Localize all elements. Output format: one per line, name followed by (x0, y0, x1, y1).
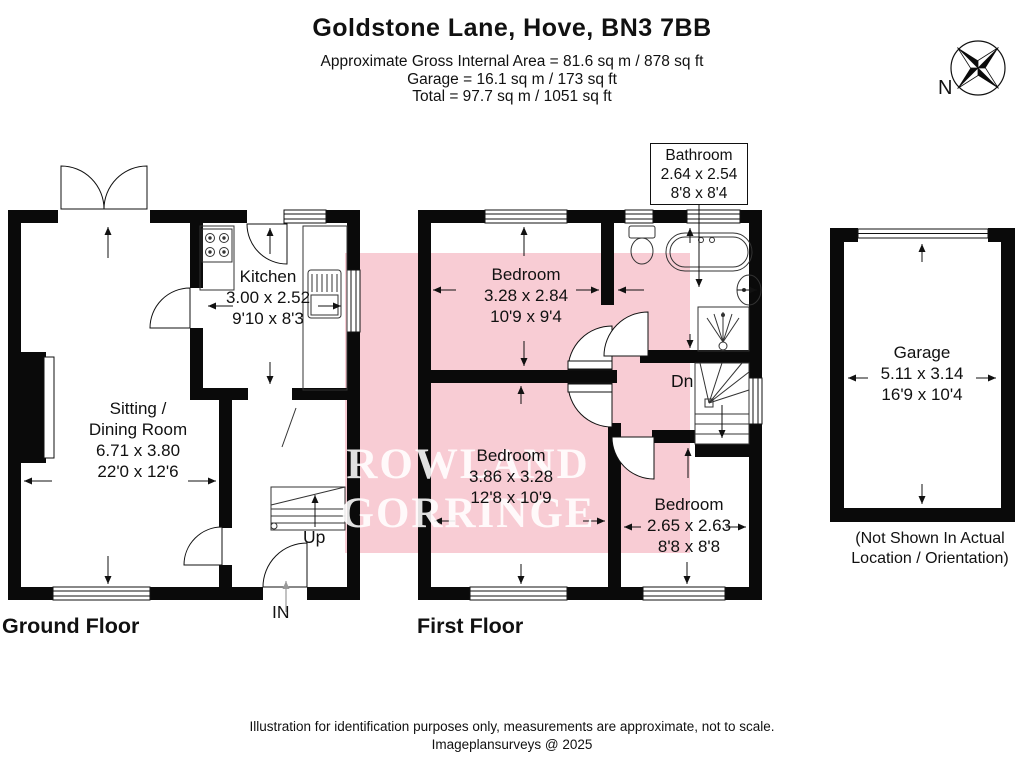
garage-note: (Not Shown In Actual Location / Orientat… (851, 530, 1009, 567)
disclaimer-line1: Illustration for identification purposes… (249, 719, 775, 734)
room-dim-imperial: 12'8 x 10'9 (470, 488, 552, 507)
kitchen-inner-door (149, 287, 191, 329)
bedroom3-label: Bedroom 2.65 x 2.63 8'8 x 8'8 (609, 494, 769, 557)
compass-north-label: N (938, 77, 953, 99)
first-door-arcs (567, 311, 655, 480)
garage-plan (830, 228, 1015, 522)
room-dim-metric: 2.64 x 2.54 (660, 166, 738, 183)
ground-floor-title: Ground Floor (2, 614, 140, 638)
garage-walls (830, 228, 1015, 522)
area-line-3: Total = 97.7 sq m / 1051 sq ft (412, 88, 612, 105)
stairs-up (270, 407, 346, 531)
room-name: Bedroom (476, 446, 546, 465)
cupboard-door (281, 407, 297, 448)
room-dim-metric: 2.65 x 2.63 (646, 516, 732, 535)
room-dim-imperial: 22'0 x 12'6 (97, 462, 179, 481)
sitting-dining-label: Sitting / Dining Room 6.71 x 3.80 22'0 x… (58, 398, 218, 482)
ground-walls (8, 210, 360, 600)
bedroom1-label: Bedroom 3.28 x 2.84 10'9 x 9'4 (446, 264, 606, 327)
room-dim-imperial: 9'10 x 8'3 (232, 309, 304, 328)
kitchen-label: Kitchen 3.00 x 2.52 9'10 x 8'3 (188, 266, 348, 329)
room-name: Bedroom (654, 495, 724, 514)
watermark-line2: GORRINGE (340, 490, 596, 537)
french-door-right (103, 165, 148, 210)
ground-door-arcs (60, 165, 308, 588)
room-dim-metric: 3.00 x 2.52 (225, 288, 311, 307)
counter (199, 225, 235, 291)
bathroom-callout: Bathroom 2.64 x 2.54 8'8 x 8'4 (650, 143, 748, 205)
watermark-text: ROWLAND GORRINGE (340, 440, 596, 538)
first-walls (418, 210, 762, 600)
first-windows (469, 209, 763, 601)
bedroom2-label: Bedroom 3.86 x 3.28 12'8 x 10'9 (431, 445, 591, 508)
compass-icon (950, 40, 1006, 96)
room-name: Bedroom (491, 265, 561, 284)
room-name: Garage (893, 343, 951, 362)
kitchen-door (246, 223, 288, 265)
garage-dim-arrows (848, 244, 996, 504)
room-dim-metric: 5.11 x 3.14 (880, 364, 964, 383)
ground-window-panes (53, 213, 357, 597)
room-dim-metric: 3.28 x 2.84 (483, 286, 569, 305)
first-window-panes (470, 213, 759, 597)
first-dim-arrows (433, 227, 757, 584)
first-floor-plan (418, 205, 763, 601)
room-name: Kitchen (239, 267, 297, 286)
counter-right (302, 225, 348, 391)
room-name: Bathroom (665, 147, 733, 164)
bathroom-door (603, 311, 649, 357)
watermark-overlay (345, 253, 690, 553)
room-name: Sitting / (109, 399, 167, 418)
bedroom3-door (611, 436, 655, 480)
room-dim-metric: 3.86 x 3.28 (468, 467, 554, 486)
garage-label: Garage 5.11 x 3.14 16'9 x 10'4 (842, 342, 1002, 405)
first-floor-title: First Floor (417, 614, 524, 638)
entrance-in-label: IN (272, 602, 290, 622)
disclaimer-line2: Imageplansurveys @ 2025 (431, 737, 593, 752)
room-dim-imperial: 8'8 x 8'8 (657, 537, 721, 556)
sitting-room-door (183, 526, 223, 566)
hob-icon (201, 228, 233, 263)
ground-dim-arrows (24, 227, 341, 584)
toilet-icon (628, 225, 656, 239)
ground-floor-plan (8, 165, 361, 612)
stairs-up-label: Up (303, 527, 326, 547)
room-name: Dining Room (88, 420, 188, 439)
entrance-door (262, 542, 308, 588)
page-title: Goldstone Lane, Hove, BN3 7BB (312, 14, 712, 42)
french-door-left (60, 165, 105, 210)
bathroom-fixtures (628, 225, 762, 352)
ground-windows (43, 209, 361, 601)
stairs-down-label: Dn (671, 371, 694, 391)
area-line-1: Approximate Gross Internal Area = 81.6 s… (320, 53, 704, 70)
bath-icon (665, 232, 753, 272)
room-dim-metric: 6.71 x 3.80 (95, 441, 181, 460)
shower-icon (697, 306, 750, 352)
room-dim-imperial: 10'9 x 9'4 (490, 307, 562, 326)
room-dim-imperial: 16'9 x 10'4 (881, 385, 963, 404)
area-line-2: Garage = 16.1 sq m / 173 sq ft (407, 71, 617, 88)
watermark-line1: ROWLAND (346, 441, 590, 488)
sink-icon (307, 269, 342, 319)
room-dim-imperial: 8'8 x 8'4 (670, 185, 728, 202)
